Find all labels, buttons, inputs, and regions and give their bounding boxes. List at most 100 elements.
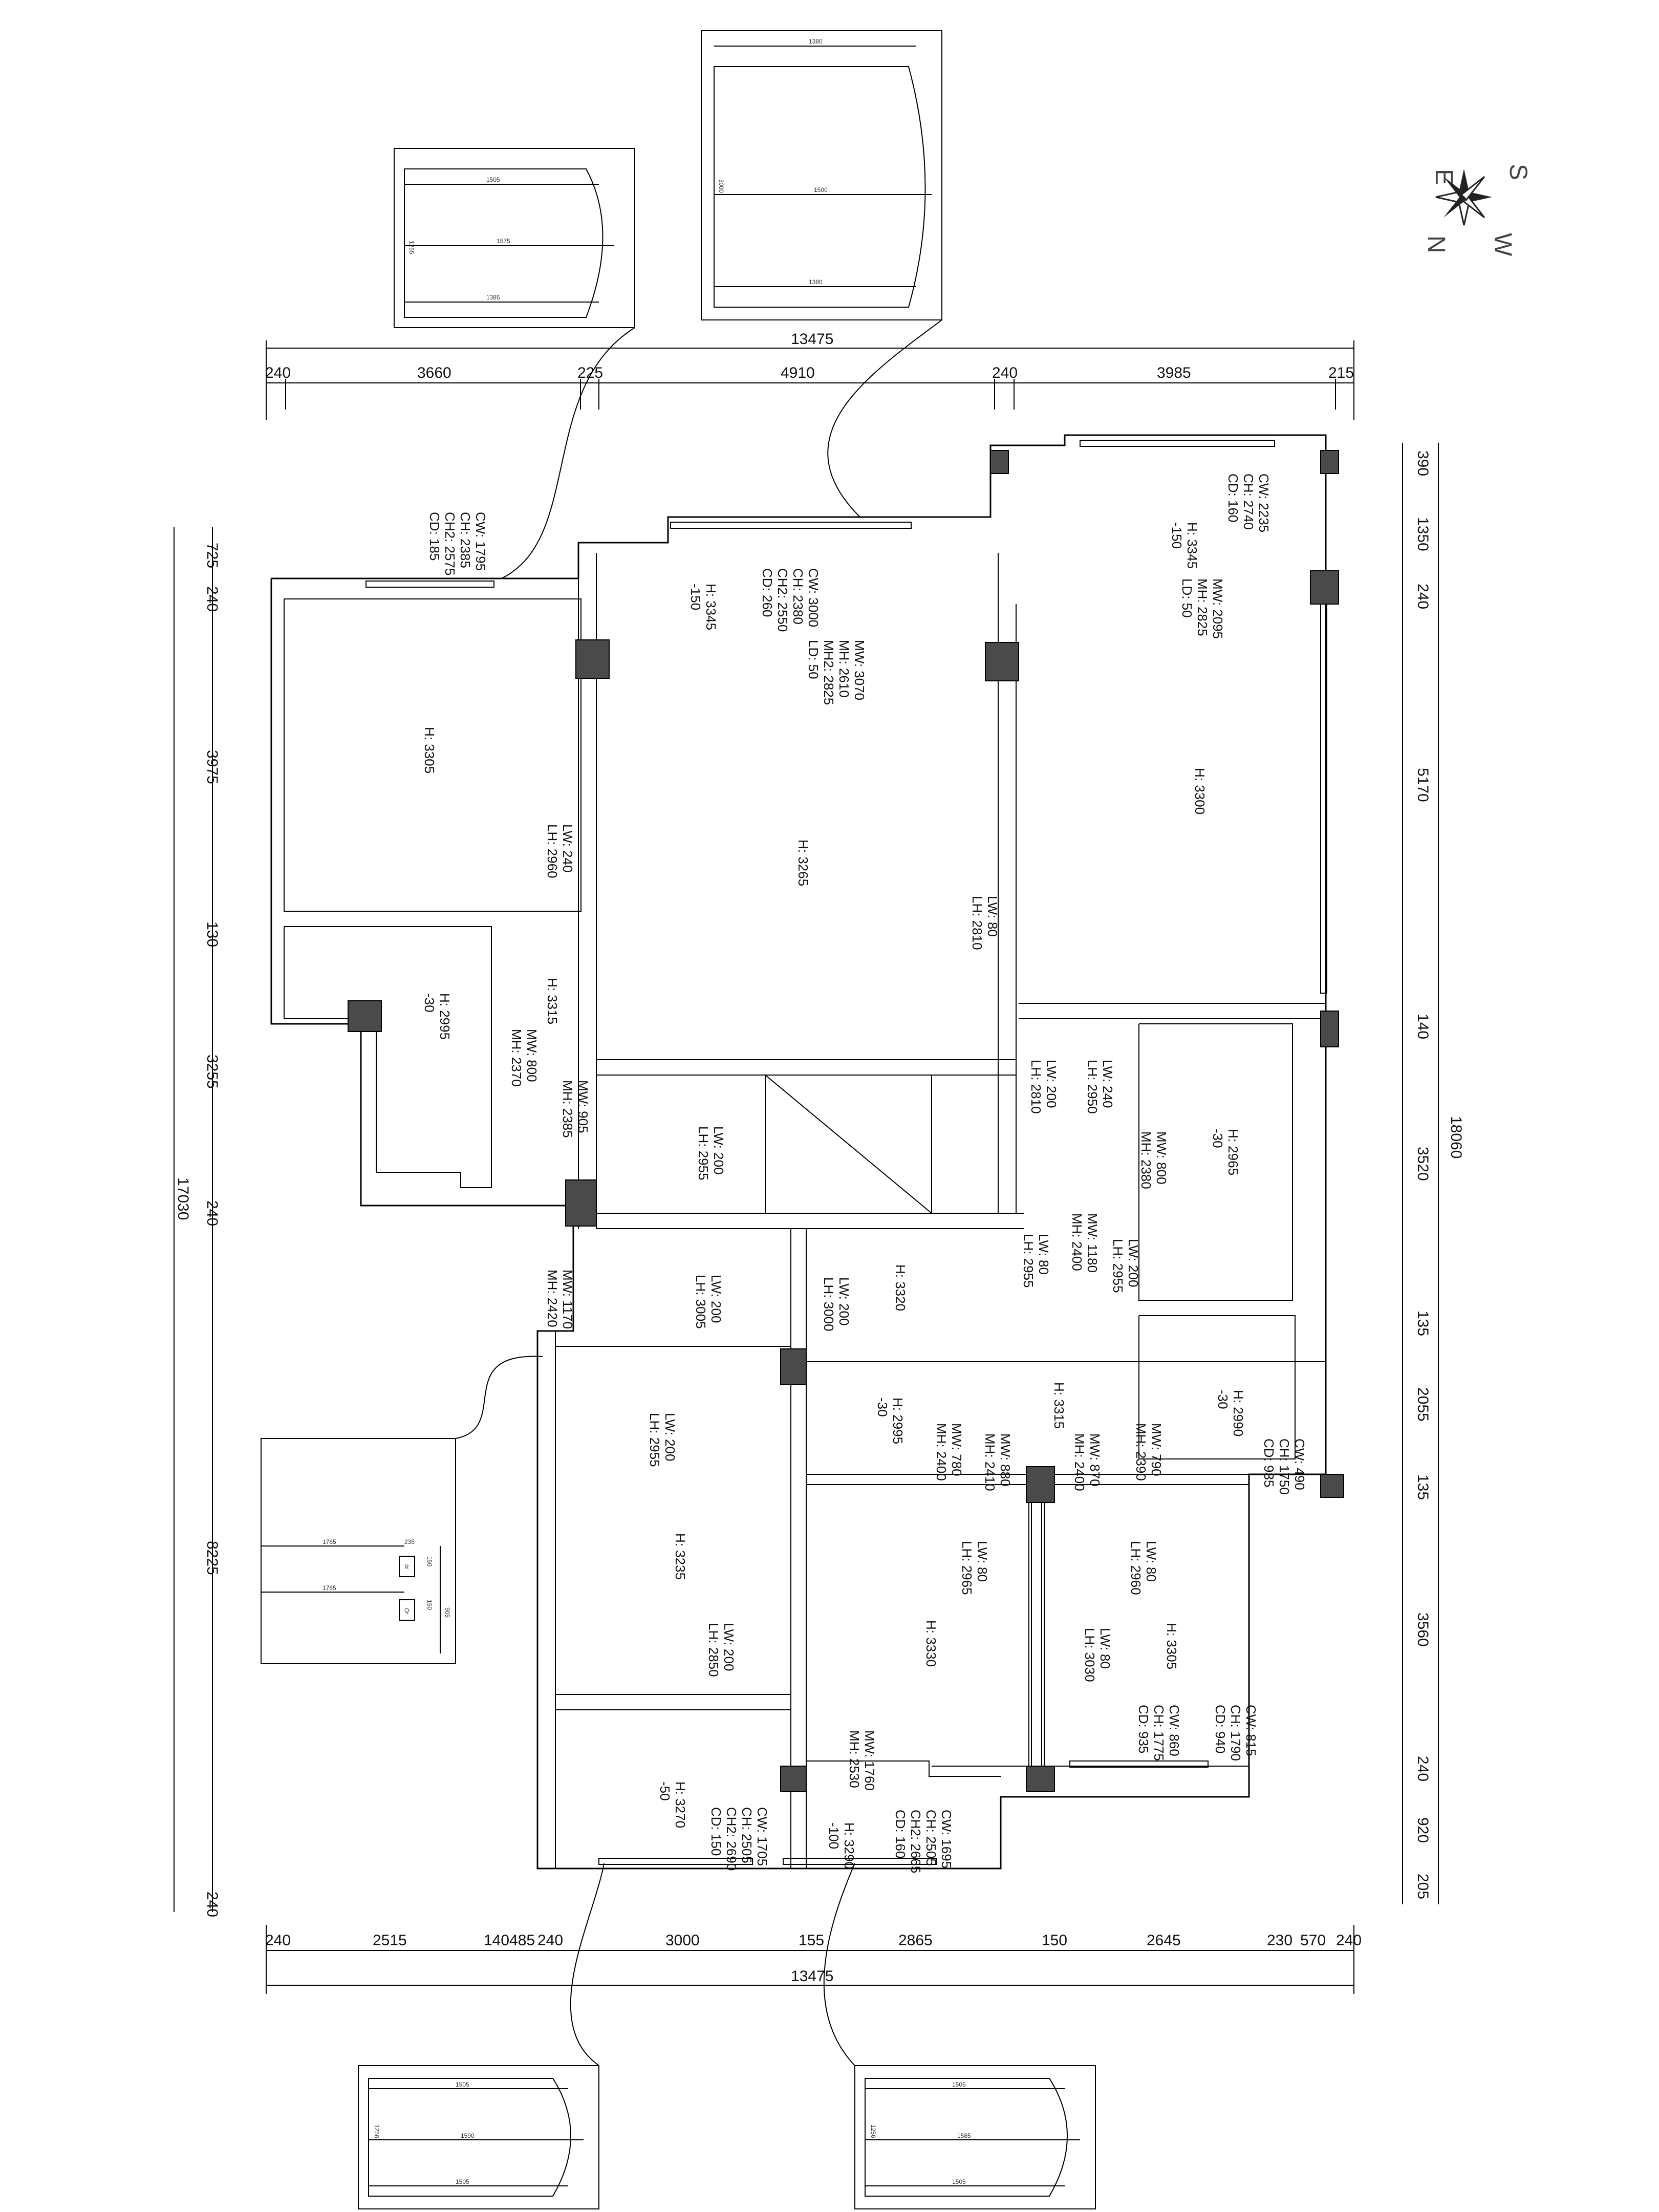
top-dimension: 13475 240 3660 225 4910 240 3985 215 <box>265 331 1354 420</box>
left-dimension-segment: 8225 <box>204 1541 221 1575</box>
bottom-dimension-segment: 150 <box>1042 1932 1067 1949</box>
compass-label-s: S <box>1504 164 1532 180</box>
room-note: LW: 240LH: 2950 <box>1085 1060 1115 1114</box>
room-note: MW: 800MH: 2370 <box>509 1029 540 1087</box>
room-note: LW: 200LH: 3005 <box>693 1275 724 1329</box>
detail-dimension: 1380 <box>809 278 823 286</box>
compass-label-w: W <box>1489 233 1516 256</box>
bottom-dimension-segment: 240 <box>265 1932 291 1949</box>
detail-dimension: 1256 <box>373 2124 380 2138</box>
right-dimension-segment: 240 <box>1414 584 1431 609</box>
detail-dimension: 1255 <box>408 241 415 254</box>
left-dimension: 17030 725 240 3975 130 3255 240 8225 240 <box>174 527 221 1917</box>
svg-text:LW: 80LH: 3030: LW: 80LH: 3030 <box>1082 1628 1113 1682</box>
svg-text:MW: 800MH: 2380: MW: 800MH: 2380 <box>1138 1131 1169 1189</box>
left-dimension-segment: 725 <box>204 543 221 568</box>
svg-text:H: 2965-30: H: 2965-30 <box>1210 1129 1241 1175</box>
svg-text:CW: 1795CH: 2385CH2: 2575CD: 1: CW: 1795CH: 2385CH2: 2575CD: 185 <box>427 512 488 575</box>
right-dimension-segment: 135 <box>1414 1311 1431 1336</box>
window-detail-2: 1380 1500 1380 3000 <box>701 30 942 518</box>
svg-text:MW: 880MH: 2410: MW: 880MH: 2410 <box>982 1433 1013 1491</box>
room-note: H: 3305 <box>1164 1623 1179 1669</box>
room-note: LW: 200LH: 2955 <box>1110 1239 1141 1293</box>
room-note: H: 3265 <box>795 840 811 886</box>
bottom-dimension-segment: 570 <box>1300 1932 1326 1949</box>
svg-text:LW: 80LH: 2810: LW: 80LH: 2810 <box>969 896 1000 950</box>
svg-text:H: 3330: H: 3330 <box>923 1620 939 1667</box>
room-note: LW: 80LH: 2810 <box>969 896 1000 950</box>
room-note: MW: 1170MH: 2420 <box>545 1270 575 1329</box>
top-dimension-segment: 3985 <box>1157 364 1191 381</box>
svg-text:MW: 905MH: 2385: MW: 905MH: 2385 <box>560 1080 591 1138</box>
svg-text:CW: 490CH: 1750CD: 935: CW: 490CH: 1750CD: 935 <box>1261 1438 1307 1495</box>
top-dimension-segment: 225 <box>577 364 603 381</box>
svg-text:MW: 790MH: 2390: MW: 790MH: 2390 <box>1133 1423 1164 1481</box>
left-dimension-segment: 240 <box>204 586 221 612</box>
svg-text:H: 2995-30: H: 2995-30 <box>422 993 453 1040</box>
right-dimension-segment: 920 <box>1414 1817 1431 1843</box>
room-note: CW: 815CH: 1790CD: 940 <box>1213 1705 1259 1761</box>
structural-columns <box>348 450 1344 1792</box>
right-dimension-segment: 140 <box>1414 1014 1431 1039</box>
room-note: LW: 200LH: 2955 <box>696 1126 726 1180</box>
svg-text:CW: 815CH: 1790CD: 940: CW: 815CH: 1790CD: 940 <box>1213 1705 1259 1761</box>
bottom-dimension-segment: 230 <box>1267 1932 1292 1949</box>
left-dimension-segment: 130 <box>204 921 221 947</box>
room-note: MW: 1180MH: 2400 <box>1069 1213 1100 1273</box>
svg-text:LW: 80LH: 2960: LW: 80LH: 2960 <box>1128 1541 1159 1595</box>
svg-text:CW: 1705CH: 2505CH2: 2690CD: 1: CW: 1705CH: 2505CH2: 2690CD: 150 <box>708 1807 770 1871</box>
right-dimension-segment: 135 <box>1414 1474 1431 1500</box>
room-note: MW: 1760MH: 2530 <box>847 1730 877 1791</box>
bottom-dimension-segment: 240 <box>537 1932 563 1949</box>
cabinet-label: Q <box>404 1607 409 1614</box>
detail-dimension: 1500 <box>814 186 828 194</box>
cabinet-dimension: 905 <box>444 1607 451 1618</box>
left-dimension-segment: 3255 <box>204 1055 221 1089</box>
detail-dimension: 1585 <box>957 2132 971 2139</box>
bottom-dimension-segment: 140485 <box>484 1932 535 1949</box>
svg-text:CW: 860CH: 1775CD: 935: CW: 860CH: 1775CD: 935 <box>1136 1705 1182 1761</box>
right-dimension: 390 1350 240 5170 140 3520 135 2055 135 … <box>1402 443 1464 1904</box>
room-note: H: 3315 <box>1051 1382 1067 1429</box>
room-note: LW: 80LH: 2965 <box>959 1541 990 1595</box>
detail-dimension: 1380 <box>809 38 823 45</box>
svg-text:LW: 200LH: 2955: LW: 200LH: 2955 <box>1110 1239 1141 1293</box>
svg-text:LW: 240LH: 2950: LW: 240LH: 2950 <box>1085 1060 1115 1114</box>
svg-text:H: 3265: H: 3265 <box>795 840 811 886</box>
top-total-dimension: 13475 <box>791 331 833 348</box>
room-note: MW: 800MH: 2380 <box>1138 1131 1169 1189</box>
room-note: CW: 1705CH: 2505CH2: 2690CD: 150 <box>708 1807 770 1871</box>
detail-dimension: 1590 <box>461 2132 475 2139</box>
room-note: H: 2965-30 <box>1210 1129 1241 1175</box>
room-note: CW: 860CH: 1775CD: 935 <box>1136 1705 1182 1761</box>
room-note: MW: 780MH: 2400 <box>934 1423 964 1481</box>
svg-text:MW: 1760MH: 2530: MW: 1760MH: 2530 <box>847 1730 877 1791</box>
right-dimension-segment: 5170 <box>1414 768 1431 802</box>
svg-text:LW: 200LH: 2955: LW: 200LH: 2955 <box>647 1413 678 1467</box>
right-dimension-segment: 2055 <box>1414 1387 1431 1422</box>
svg-text:H: 3315: H: 3315 <box>1051 1382 1067 1429</box>
svg-text:H: 3305: H: 3305 <box>1164 1623 1179 1669</box>
svg-text:H: 3320: H: 3320 <box>893 1264 908 1311</box>
room-note: MW: 2095MH: 2825LD: 50 <box>1179 578 1225 639</box>
right-dimension-segment: 390 <box>1414 450 1431 476</box>
bottom-total-dimension: 13475 <box>791 1968 833 1985</box>
svg-text:LW: 200LH: 2955: LW: 200LH: 2955 <box>696 1126 726 1180</box>
window-detail-1: 1505 1575 1385 1255 <box>394 148 635 579</box>
detail-dimension: 1505 <box>456 2081 469 2088</box>
svg-text:CW: 1695CH: 2505CH2: 2665CD: 1: CW: 1695CH: 2505CH2: 2665CD: 160 <box>893 1810 954 1873</box>
left-total-dimension: 17030 <box>175 1177 191 1220</box>
window-detail-3: 1505 1590 1505 1256 <box>358 1863 605 2209</box>
detail-dimension: 1385 <box>486 294 500 301</box>
svg-text:H: 3345-150: H: 3345-150 <box>1169 522 1200 569</box>
svg-text:MW: 800MH: 2370: MW: 800MH: 2370 <box>509 1029 540 1087</box>
right-dimension-segment: 3520 <box>1414 1147 1431 1181</box>
room-note: H: 3300 <box>1192 768 1208 814</box>
room-note: CW: 2235CH: 2740CD: 160 <box>1225 474 1272 532</box>
right-dimension-segment: 240 <box>1414 1756 1431 1781</box>
left-dimension-segment: 3975 <box>204 750 221 784</box>
svg-text:H: 3315: H: 3315 <box>545 978 560 1024</box>
detail-dimension: 1505 <box>952 2178 966 2185</box>
top-dimension-segment: 4910 <box>781 364 815 381</box>
svg-text:H: 2995-30: H: 2995-30 <box>875 1398 906 1444</box>
